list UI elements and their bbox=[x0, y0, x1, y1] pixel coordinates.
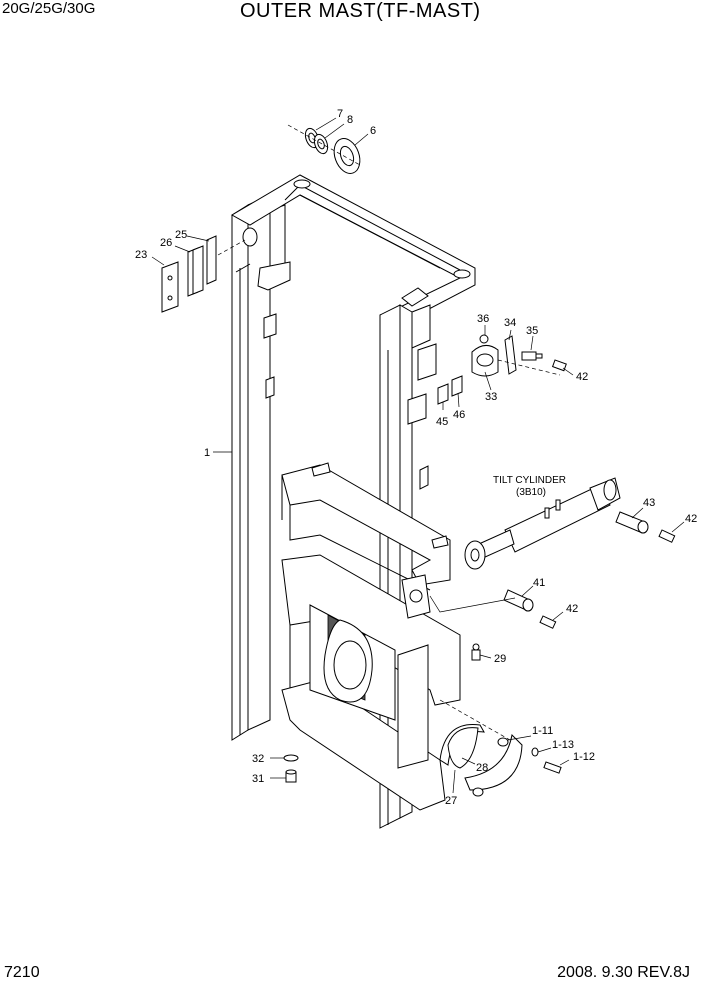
cylinder-bracket bbox=[401, 574, 431, 619]
callout-35: 35 bbox=[526, 325, 538, 337]
callout-6: 6 bbox=[370, 125, 376, 137]
callout-1-13: 1-13 bbox=[552, 739, 574, 751]
callout-27: 27 bbox=[445, 795, 457, 807]
part-shim-46 bbox=[437, 375, 463, 405]
callout-42c: 42 bbox=[566, 603, 578, 615]
part-bracket-34 bbox=[504, 335, 517, 375]
page-title: OUTER MAST(TF-MAST) bbox=[240, 0, 481, 22]
callout-1-12: 1-12 bbox=[573, 751, 595, 763]
part-bushing-28 bbox=[447, 727, 479, 769]
callout-labels: 1 7 8 6 23 25 26 36 34 35 33 42 45 46 TI… bbox=[135, 108, 697, 807]
part-nut-31 bbox=[285, 769, 297, 783]
middle-cross-member bbox=[281, 462, 451, 591]
callout-26: 26 bbox=[160, 237, 172, 249]
callout-36: 36 bbox=[477, 313, 489, 325]
callout-45: 45 bbox=[436, 416, 448, 428]
tilt-cylinder-ref: (3B10) bbox=[516, 487, 546, 498]
rail-pads bbox=[257, 261, 437, 490]
part-fitting-35 bbox=[521, 351, 543, 361]
callout-29: 29 bbox=[494, 653, 506, 665]
part-washer-1-13 bbox=[531, 747, 539, 757]
page-number: 7210 bbox=[4, 964, 40, 981]
part-cap-1-11 bbox=[464, 733, 523, 797]
callout-23: 23 bbox=[135, 249, 147, 261]
part-nipple-29 bbox=[471, 643, 481, 661]
callout-34: 34 bbox=[504, 317, 516, 329]
part-bolt-42c bbox=[539, 615, 557, 629]
callout-8: 8 bbox=[347, 114, 353, 126]
part-plate-25 bbox=[206, 235, 217, 285]
part-bolt-1-12 bbox=[543, 761, 562, 774]
part-washer-8 bbox=[313, 133, 329, 155]
upper-cross-member bbox=[230, 174, 476, 321]
part-pin-43 bbox=[615, 511, 649, 534]
part-pad-45 bbox=[407, 393, 427, 425]
callout-31: 31 bbox=[252, 773, 264, 785]
callout-25: 25 bbox=[175, 229, 187, 241]
callout-46: 46 bbox=[453, 409, 465, 421]
callout-32: 32 bbox=[252, 753, 264, 765]
part-nut-36 bbox=[479, 334, 489, 344]
callout-41: 41 bbox=[533, 577, 545, 589]
callout-1-11: 1-11 bbox=[532, 725, 553, 737]
tilt-cylinder bbox=[464, 477, 621, 570]
part-plate-23 bbox=[161, 261, 179, 313]
part-washer-32 bbox=[283, 754, 299, 762]
callout-33: 33 bbox=[485, 391, 497, 403]
part-bolt-42b bbox=[658, 529, 676, 543]
lower-cross-member bbox=[281, 554, 461, 811]
part-clamp-33 bbox=[471, 345, 499, 377]
callout-7: 7 bbox=[337, 108, 343, 120]
callout-28: 28 bbox=[476, 762, 488, 774]
callout-leaders bbox=[151, 117, 685, 794]
revision-date: 2008. 9.30 REV.8J bbox=[557, 964, 690, 981]
tilt-cylinder-label: TILT CYLINDER bbox=[493, 475, 566, 486]
callout-42b: 42 bbox=[685, 513, 697, 525]
callout-43: 43 bbox=[643, 497, 655, 509]
part-shim-26 bbox=[187, 245, 204, 297]
model-code: 20G/25G/30G bbox=[2, 0, 96, 17]
part-bolt-42a bbox=[551, 359, 567, 372]
callout-42a: 42 bbox=[576, 371, 588, 383]
callout-1: 1 bbox=[204, 447, 210, 459]
part-pin-41 bbox=[503, 589, 534, 612]
part-bearing-6 bbox=[333, 138, 361, 174]
